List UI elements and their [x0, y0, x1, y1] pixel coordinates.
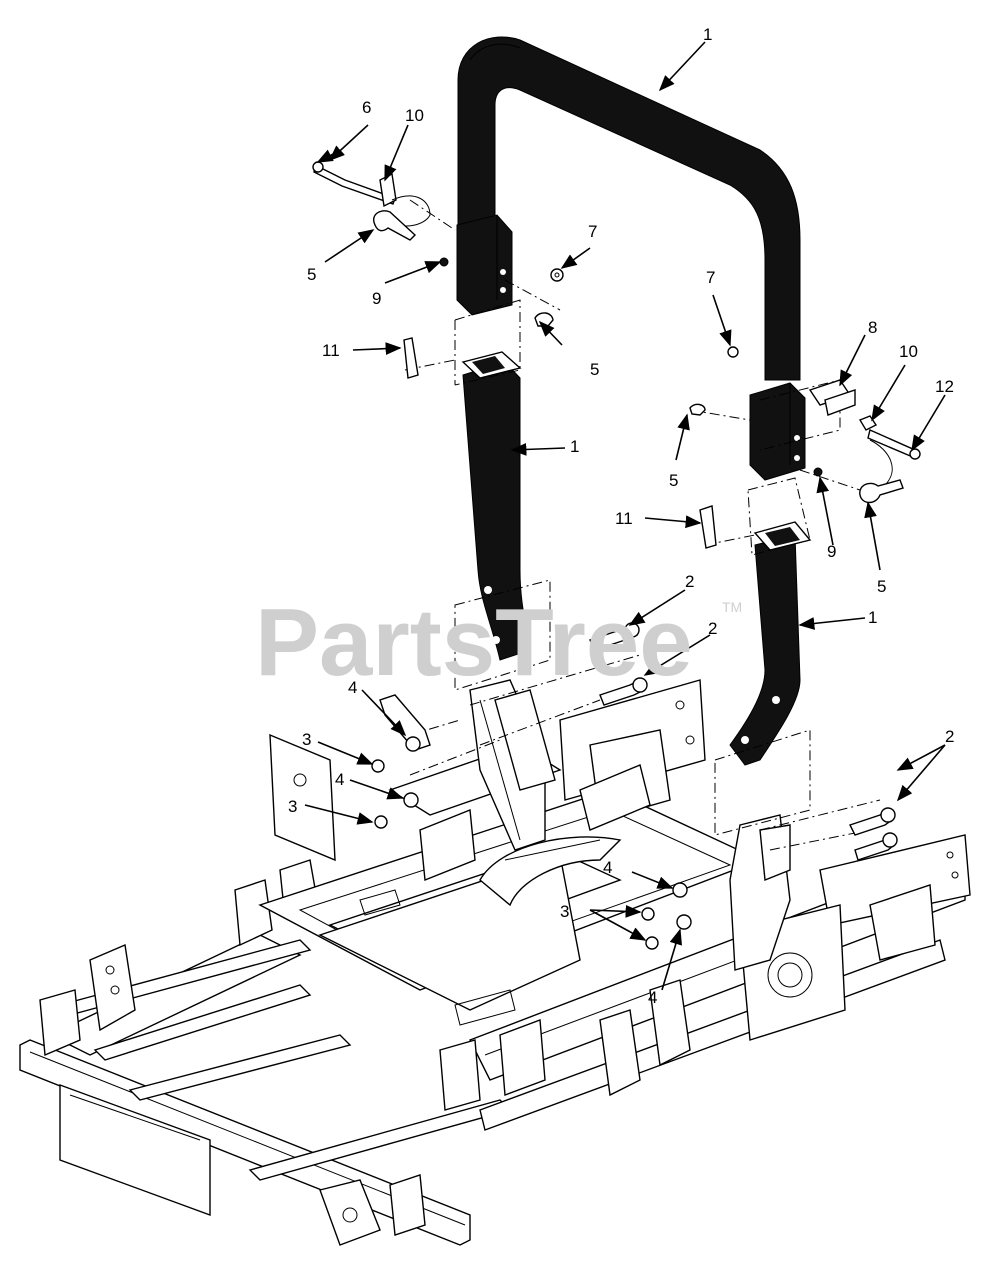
roll-bar-left-upper-sleeve — [456, 214, 513, 316]
callout-3: 3 — [560, 902, 569, 921]
right-mount-bracket — [729, 814, 791, 971]
roll-bar-right-upper-sleeve — [749, 382, 806, 481]
callout-4: 4 — [348, 678, 357, 697]
mower-frame — [19, 679, 971, 1246]
callout-2: 2 — [685, 572, 694, 591]
callout-9: 9 — [827, 542, 836, 561]
hardware-right-side — [689, 346, 921, 549]
leader-arrows — [304, 41, 946, 991]
callout-1: 1 — [868, 608, 877, 627]
callout-labels: 1 1 1 2 2 2 3 3 3 4 4 4 4 5 5 5 5 6 7 7 … — [288, 25, 954, 1007]
callout-4: 4 — [603, 858, 612, 877]
hardware-left-top — [312, 161, 449, 379]
callout-5: 5 — [590, 360, 599, 379]
callout-2: 2 — [945, 727, 954, 746]
roll-bar-right-lower — [729, 521, 812, 766]
callout-9: 9 — [372, 289, 381, 308]
roll-bar-left-lower — [461, 351, 531, 661]
callout-4: 4 — [648, 988, 657, 1007]
roll-bar-upper — [457, 36, 801, 381]
callout-7: 7 — [588, 222, 597, 241]
callout-5: 5 — [307, 265, 316, 284]
callout-3: 3 — [288, 797, 297, 816]
callout-5: 5 — [669, 471, 678, 490]
callout-4: 4 — [335, 770, 344, 789]
hardware-left-side — [534, 268, 564, 327]
watermark-text: PartsTree — [255, 589, 693, 696]
callout-10: 10 — [405, 106, 424, 125]
callout-6: 6 — [362, 98, 371, 117]
bolts-2 — [589, 622, 898, 861]
callout-5: 5 — [877, 577, 886, 596]
callout-11: 11 — [615, 509, 633, 528]
watermark: PartsTree TM — [255, 589, 742, 696]
callout-11: 11 — [322, 341, 340, 360]
callout-10: 10 — [899, 342, 918, 361]
callout-2: 2 — [708, 619, 717, 638]
callout-12: 12 — [935, 377, 954, 396]
callout-8: 8 — [868, 318, 877, 337]
left-mount-bracket — [469, 679, 556, 851]
callout-3: 3 — [302, 730, 311, 749]
callout-7: 7 — [706, 268, 715, 287]
callout-1: 1 — [570, 437, 579, 456]
callout-1: 1 — [703, 25, 712, 44]
watermark-trademark: TM — [722, 599, 742, 615]
